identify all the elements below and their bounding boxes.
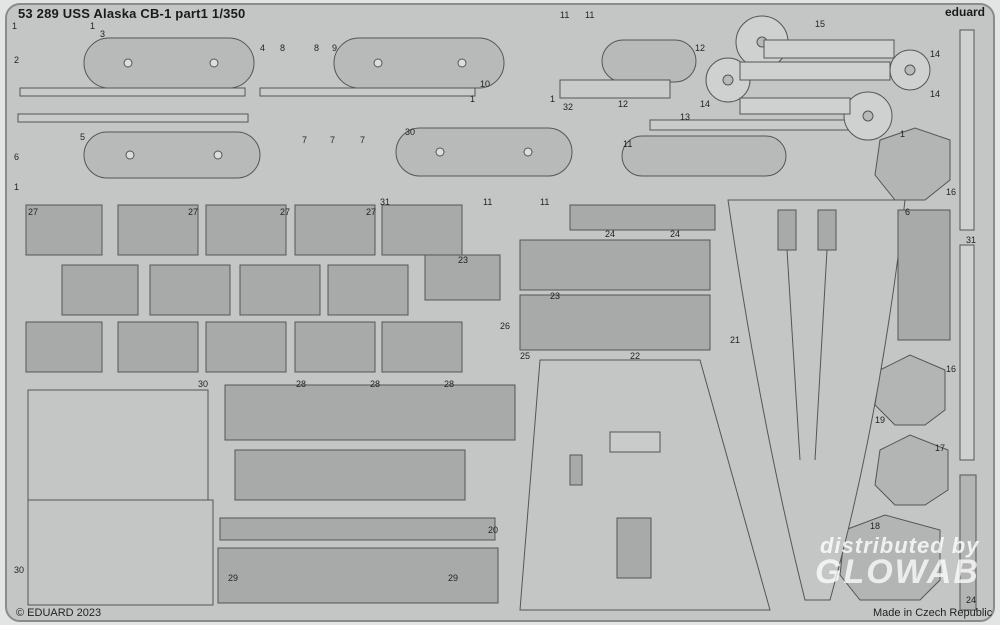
part-label: 16 bbox=[946, 187, 957, 197]
oval-belt-part-6 bbox=[621, 135, 787, 177]
part-label: 5 bbox=[80, 132, 86, 142]
part-label: 8 bbox=[280, 43, 286, 53]
part-label: 25 bbox=[520, 351, 531, 361]
part-label: 8 bbox=[314, 43, 320, 53]
part-label: 11 bbox=[483, 197, 493, 207]
oval-belt-part-4 bbox=[395, 127, 573, 177]
part-label: 1 bbox=[550, 94, 556, 104]
shield-part bbox=[874, 434, 949, 506]
part-label: 19 bbox=[875, 415, 886, 425]
part-label: 27 bbox=[188, 207, 199, 217]
part-label: 21 bbox=[730, 335, 741, 345]
eduard-logo: eduard bbox=[945, 5, 986, 19]
part-label: 30 bbox=[14, 565, 25, 575]
part-label: 20 bbox=[488, 525, 499, 535]
part-label: 1 bbox=[470, 94, 476, 104]
watermark-glowab: GLOWAB bbox=[815, 553, 980, 591]
part-label: 14 bbox=[930, 49, 941, 59]
part-label: 31 bbox=[380, 197, 391, 207]
oval-belt-part-2 bbox=[333, 37, 505, 89]
watermark-distributed-by: distributed by bbox=[820, 533, 980, 558]
part-label: 30 bbox=[198, 379, 209, 389]
oval-belt-part-1 bbox=[83, 37, 255, 89]
part-label: 31 bbox=[966, 235, 977, 245]
part-label: 10 bbox=[480, 79, 491, 89]
shield-part bbox=[839, 514, 941, 601]
part-label: 7 bbox=[330, 135, 336, 145]
part-label: 1 bbox=[14, 182, 20, 192]
part-label: 12 bbox=[618, 99, 629, 109]
main-deck-part bbox=[519, 359, 771, 611]
part-label: 27 bbox=[280, 207, 291, 217]
oval-belt-part-5 bbox=[601, 39, 697, 83]
part-label: 2 bbox=[14, 55, 20, 65]
part-label: 17 bbox=[935, 443, 946, 453]
part-label: 23 bbox=[458, 255, 469, 265]
shield-part bbox=[874, 127, 951, 201]
part-label: 26 bbox=[500, 321, 511, 331]
part-label: 24 bbox=[670, 229, 681, 239]
part-label: 24 bbox=[605, 229, 616, 239]
part-label: 6 bbox=[14, 152, 20, 162]
bow-deck-part bbox=[727, 199, 906, 601]
part-label: 1 bbox=[12, 21, 18, 31]
part-label: 28 bbox=[296, 379, 307, 389]
part-label: 14 bbox=[930, 89, 941, 99]
part-label: 11 bbox=[623, 139, 633, 149]
part-label: 16 bbox=[946, 364, 957, 374]
oval-belt-part-3 bbox=[83, 131, 261, 179]
part-label: 1 bbox=[90, 21, 96, 31]
shield-part bbox=[874, 354, 946, 426]
part-label: 22 bbox=[630, 351, 641, 361]
part-label: 28 bbox=[444, 379, 455, 389]
part-label: 7 bbox=[302, 135, 308, 145]
part-label: 23 bbox=[550, 291, 561, 301]
copyright-text: © EDUARD 2023 bbox=[16, 607, 102, 619]
part-label: 24 bbox=[966, 595, 977, 605]
part-label: 1 bbox=[900, 129, 906, 139]
part-label: 18 bbox=[870, 521, 881, 531]
part-label: 11 bbox=[560, 10, 570, 20]
part-label: 15 bbox=[815, 19, 826, 29]
made-in-text: Made in Czech Republic bbox=[873, 607, 993, 619]
part-label: 27 bbox=[28, 207, 39, 217]
part-label: 32 bbox=[563, 102, 574, 112]
part-label: 27 bbox=[366, 207, 377, 217]
part-label: 6 bbox=[905, 207, 911, 217]
part-label: 12 bbox=[695, 43, 706, 53]
part-label: 30 bbox=[405, 127, 416, 137]
part-label: 29 bbox=[228, 573, 239, 583]
fret-title: 53 289 USS Alaska CB-1 part1 1/350 bbox=[18, 6, 246, 21]
part-label: 14 bbox=[700, 99, 711, 109]
part-label: 13 bbox=[680, 112, 691, 122]
part-label: 11 bbox=[585, 10, 595, 20]
part-label: 4 bbox=[260, 43, 266, 53]
part-label: 7 bbox=[360, 135, 366, 145]
part-label: 28 bbox=[370, 379, 381, 389]
part-label: 29 bbox=[448, 573, 459, 583]
part-label: 11 bbox=[540, 197, 550, 207]
part-label: 9 bbox=[332, 43, 338, 53]
part-label: 3 bbox=[100, 29, 106, 39]
